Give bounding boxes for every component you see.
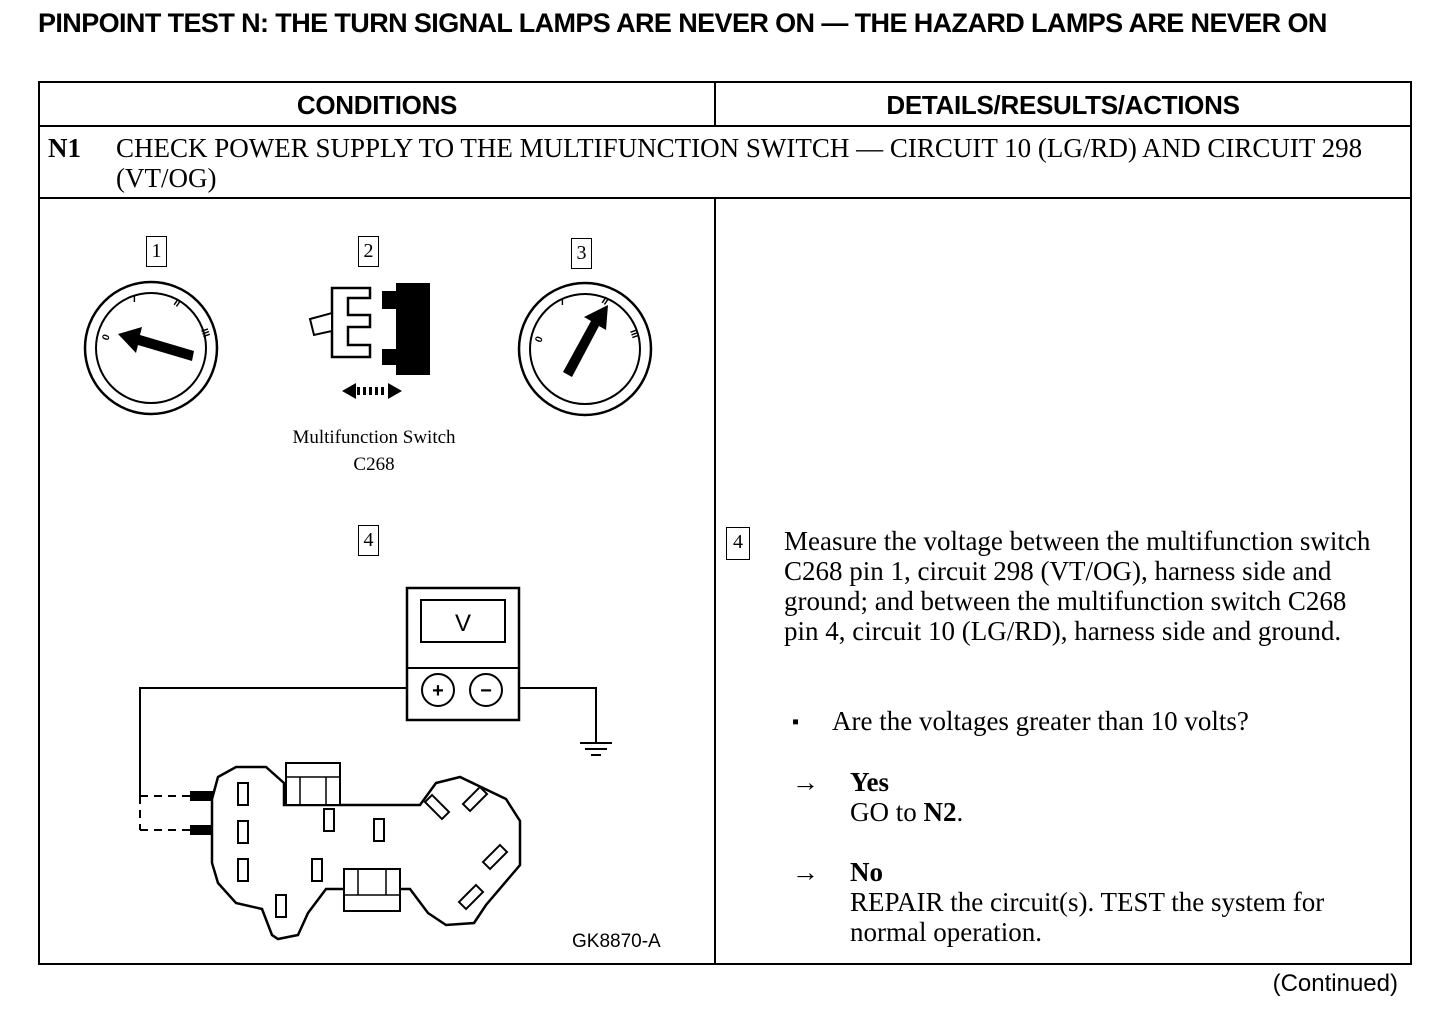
meter-label: V	[455, 610, 471, 637]
c268-connector-face-icon	[210, 762, 522, 941]
no-arrow-icon: →	[792, 857, 819, 887]
action-question: Are the voltages greater than 10 volts?	[832, 706, 1249, 736]
ignition-mark-0: 0	[100, 333, 112, 342]
callout-3: 3	[571, 238, 592, 269]
voltmeter-icon: V + −	[405, 586, 521, 722]
action-callout-4: 4	[726, 527, 750, 560]
callout-1: 1	[146, 236, 167, 267]
ignition-switch-run-icon: 0 I II III	[517, 281, 653, 417]
yes-arrow-icon: →	[792, 767, 819, 797]
figure-caption: Multifunction Switch C268	[256, 424, 492, 478]
multifunction-switch-connector-icon	[308, 283, 430, 399]
yes-label: Yes	[850, 767, 889, 797]
yes-link[interactable]: N2	[923, 797, 957, 827]
test-leads	[139, 687, 597, 831]
ground-symbol-icon	[580, 742, 612, 756]
figure-id: GK8870-A	[572, 931, 661, 952]
page-title: PINPOINT TEST N: THE TURN SIGNAL LAMPS A…	[38, 8, 1327, 38]
meter-minus: −	[480, 680, 492, 702]
conditions-figure: 0 I II III 0 I II III	[83, 280, 653, 941]
yes-end: .	[956, 797, 964, 827]
step-title: CHECK POWER SUPPLY TO THE MULTIFUNCTION …	[116, 133, 1363, 193]
column-divider	[714, 199, 716, 963]
callout-2: 2	[358, 236, 379, 267]
pinpoint-test-table: CONDITIONS DETAILS/RESULTS/ACTIONS N1 CH…	[38, 81, 1412, 965]
continued-label: (Continued)	[1272, 970, 1398, 997]
ignition-mark-1: I	[133, 294, 136, 305]
action-instruction: Measure the voltage between the multifun…	[784, 526, 1371, 646]
ignition-switch-off-icon: 0 I II III	[83, 280, 219, 416]
caption-line-2: C268	[353, 454, 395, 475]
yes-text: GO to	[850, 797, 924, 827]
conditions-header: CONDITIONS	[40, 83, 716, 127]
ignition-mark-1b: I	[561, 297, 564, 308]
probe-tips	[190, 791, 216, 835]
ignition-mark-0b: 0	[533, 335, 545, 344]
bullet-icon: ▪	[792, 711, 800, 733]
step-id: N1	[48, 133, 81, 163]
ignition-mark-2: II	[171, 297, 182, 309]
ignition-mark-3: III	[198, 327, 211, 339]
callout-4: 4	[358, 525, 379, 556]
no-label: No	[850, 857, 883, 887]
ignition-mark-2b: II	[599, 295, 610, 307]
meter-plus: +	[432, 680, 444, 702]
step-row: N1 CHECK POWER SUPPLY TO THE MULTIFUNCTI…	[40, 127, 1410, 199]
ignition-mark-3b: III	[627, 328, 640, 340]
caption-line-1: Multifunction Switch	[292, 427, 456, 448]
no-result: REPAIR the circuit(s). TEST the system f…	[850, 887, 1325, 947]
details-header: DETAILS/RESULTS/ACTIONS	[716, 83, 1410, 127]
yes-result: GO to N2.	[850, 797, 963, 827]
